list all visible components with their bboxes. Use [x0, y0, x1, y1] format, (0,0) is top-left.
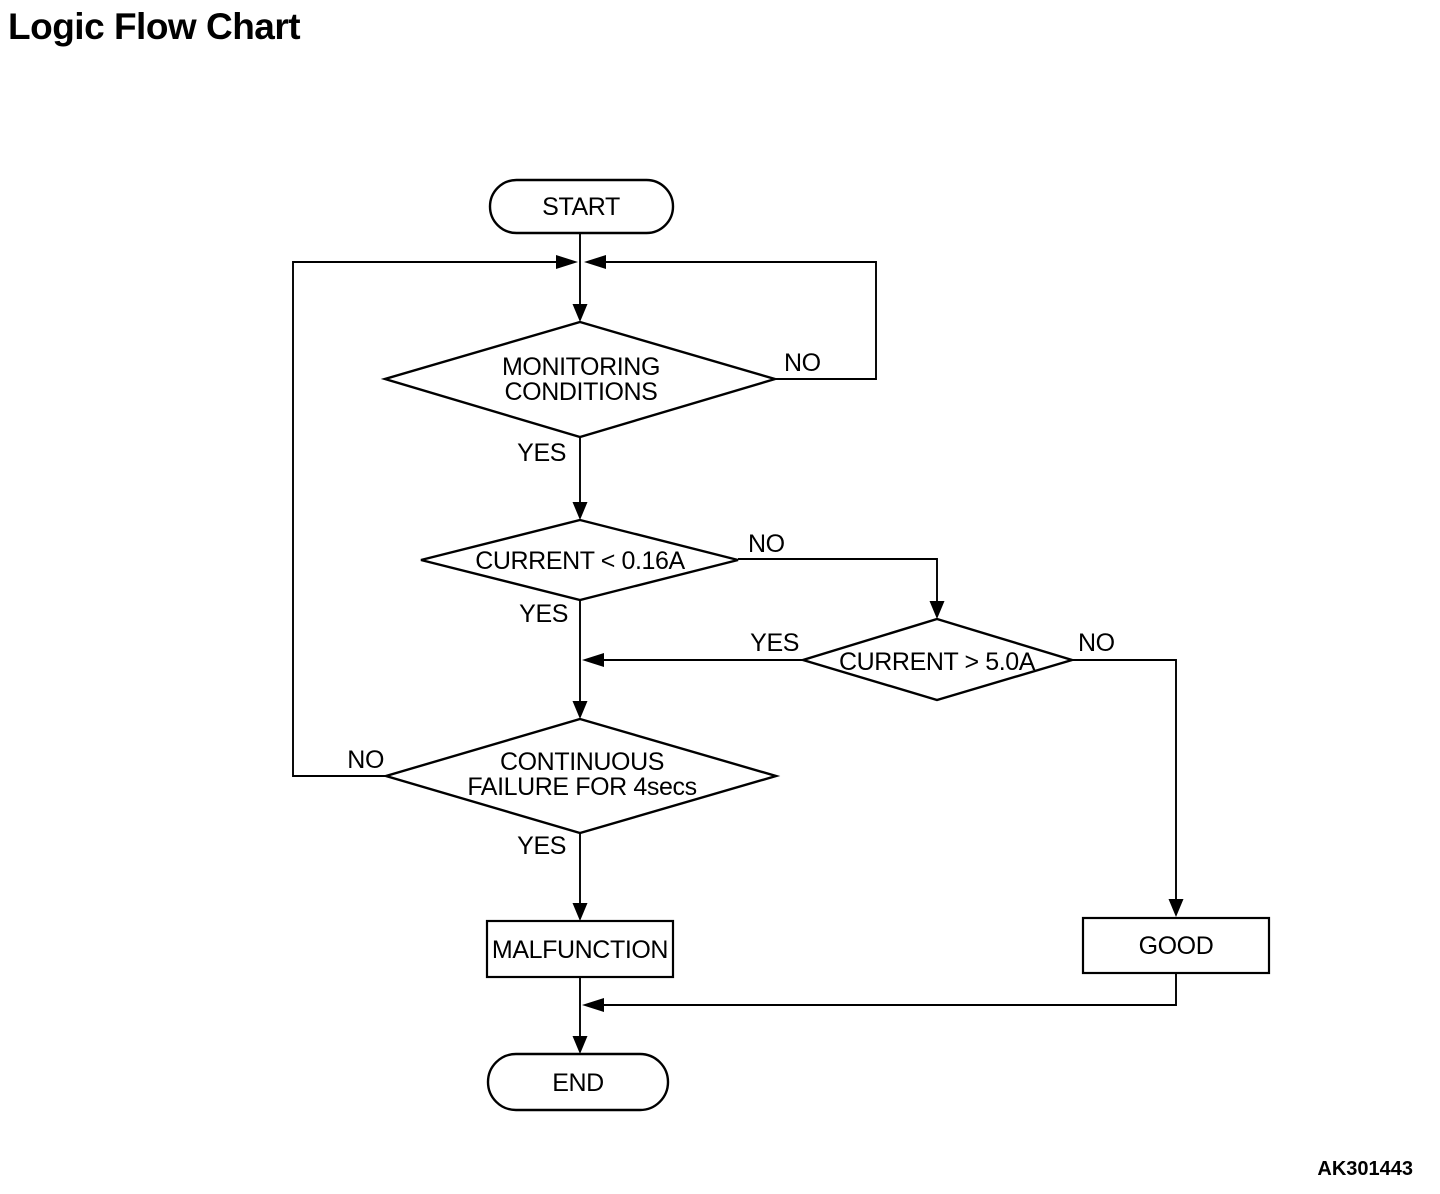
edge-current-low-no: NO [738, 530, 945, 619]
arrow-down-icon [572, 903, 588, 921]
edge-label-yes: YES [750, 629, 799, 657]
good-label: GOOD [1139, 932, 1214, 960]
connector-line [1072, 659, 1177, 901]
continuous-label-line1: CONTINUOUS [500, 748, 664, 776]
decision-diamond-shape [798, 617, 1077, 702]
arrow-down-icon [1168, 899, 1184, 917]
end-terminator-shape [486, 1052, 670, 1112]
figure-code: AK301443 [1317, 1158, 1413, 1180]
node-start: START [488, 178, 675, 235]
connector-line [738, 558, 938, 603]
arrow-right-icon [556, 255, 578, 269]
arrow-left-icon [582, 653, 604, 667]
arrow-down-icon [572, 502, 588, 520]
current-low-label: CURRENT < 0.16A [475, 547, 685, 575]
edge-label-yes: YES [517, 832, 566, 860]
node-good: GOOD [1081, 916, 1271, 975]
arrow-down-icon [572, 701, 588, 719]
node-current-above-50a: CURRENT > 5.0A [798, 617, 1077, 702]
node-monitoring-conditions: MONITORING CONDITIONS [380, 320, 780, 439]
decision-diamond-shape [381, 717, 781, 835]
edge-label-no: NO [347, 746, 384, 774]
edge-label-no: NO [784, 349, 821, 377]
edge-label-no: NO [1078, 629, 1115, 657]
start-terminator-shape [488, 178, 675, 235]
decision-diamond-shape [420, 518, 739, 602]
decision-diamond-shape [380, 320, 780, 439]
continuous-label-line2: FAILURE FOR 4secs [467, 773, 696, 801]
monitoring-label-line2: CONDITIONS [505, 378, 658, 406]
edge-start-to-monitoring [572, 233, 588, 322]
connector-line [604, 973, 1177, 1006]
process-box-shape [1081, 916, 1271, 975]
edge-current-low-yes: YES [519, 600, 588, 719]
arrow-down-icon [929, 601, 945, 619]
malfunction-label: MALFUNCTION [492, 936, 668, 964]
edge-monitoring-yes: YES [517, 437, 588, 520]
edge-label-no: NO [748, 530, 785, 558]
edge-label-yes: YES [519, 600, 568, 628]
edge-monitoring-no-loop: NO [584, 255, 877, 380]
page-title: Logic Flow Chart [8, 6, 301, 47]
edge-label-yes: YES [517, 439, 566, 467]
start-label: START [542, 193, 620, 221]
node-end: END [486, 1052, 670, 1112]
arrow-down-icon [572, 304, 588, 322]
node-current-below-016a: CURRENT < 0.16A [420, 518, 739, 602]
edge-current-high-no: NO [1072, 629, 1184, 917]
edge-good-to-end [582, 973, 1177, 1012]
node-continuous-failure: CONTINUOUS FAILURE FOR 4secs [381, 717, 781, 835]
edge-continuous-yes: YES [517, 832, 588, 921]
edge-malfunction-to-end [572, 977, 588, 1054]
arrow-down-icon [572, 1036, 588, 1054]
process-box-shape [485, 919, 675, 979]
edge-current-high-yes: YES [582, 629, 803, 667]
edge-continuous-no-loop: NO [292, 255, 578, 777]
arrow-left-icon [582, 998, 604, 1012]
connector-line [606, 261, 877, 380]
end-label: END [552, 1069, 604, 1097]
node-malfunction: MALFUNCTION [485, 919, 675, 979]
connector-line [292, 261, 556, 777]
arrow-left-icon [584, 255, 606, 269]
current-high-label: CURRENT > 5.0A [839, 648, 1036, 676]
monitoring-label-line1: MONITORING [502, 353, 660, 381]
